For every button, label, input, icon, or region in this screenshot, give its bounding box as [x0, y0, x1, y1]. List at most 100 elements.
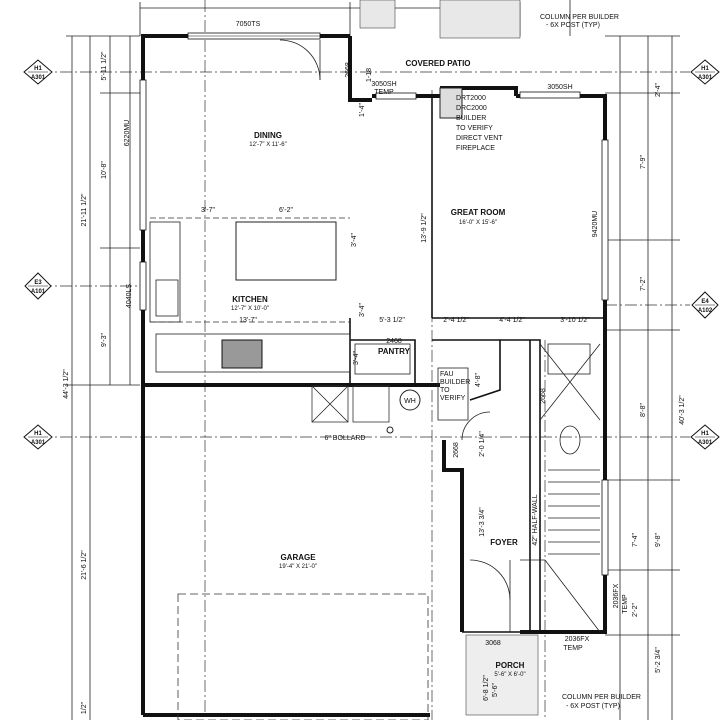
- dim-porch-a: 6'-8 1/2": [483, 675, 490, 701]
- dim-left-c: 9'-3": [101, 333, 108, 347]
- room-kitchen-size: 12'-7" X 10'-0": [231, 306, 269, 312]
- section-marker-2: H1 A301: [690, 59, 720, 85]
- window-tag-dining-left: 6220MU: [124, 120, 131, 146]
- room-kitchen-name: KITCHEN: [232, 295, 268, 304]
- dim-left-lower: 21'-6 1/2": [81, 550, 88, 580]
- dim-left-b: 10'-8": [101, 161, 108, 179]
- dim-small-b: 2'-4": [655, 83, 662, 97]
- note-fireplace-4: TO VERIFY: [456, 125, 493, 132]
- dim-left-a: 5'-11 1/2": [101, 51, 108, 81]
- section-marker-3: E3 A101: [24, 272, 52, 300]
- windows: [139, 32, 609, 576]
- window-tag-great-right: 9420MU: [592, 211, 599, 237]
- section-marker-1: H1 A301: [23, 59, 53, 85]
- dim-right-c: 8'-8": [640, 403, 647, 417]
- note-half-wall: 42" HALF-WALL: [532, 494, 539, 545]
- dim-kitchen-c: 3'-4": [351, 233, 358, 247]
- note-fireplace-1: DRT2000: [456, 95, 486, 102]
- window-tag-patio-temp: TEMP: [374, 89, 394, 96]
- note-column-top-b: - 6X POST (TYP): [546, 22, 600, 29]
- dim-right-d: 7'-4": [632, 533, 639, 547]
- section-marker-6-id: H1: [701, 431, 709, 437]
- dim-small-a: 1'-4": [359, 103, 366, 117]
- section-marker-6: H1 A301: [690, 424, 720, 450]
- window-tag-patio-right: 3050SH: [547, 84, 572, 91]
- room-porch-size: 5'-6" X 6'-0": [494, 672, 525, 678]
- note-fireplace-2: DRC2000: [456, 105, 487, 112]
- dim-right-b: 7'-2": [640, 277, 647, 291]
- window-tag-top: 7050TS: [236, 21, 261, 28]
- dim-hall-c: 3'-10 1/2": [560, 317, 590, 324]
- room-garage-size: 19'-4" X 21'-0": [279, 564, 317, 570]
- window-tag-stair-temp-a: TEMP: [622, 594, 629, 614]
- note-fireplace-6: FIREPLACE: [456, 145, 495, 152]
- notes: COLUMN PER BUILDER - 6X POST (TYP) COLUM…: [324, 14, 640, 710]
- section-marker-4-sheet: A102: [698, 308, 713, 314]
- section-marker-2-id: H1: [701, 66, 709, 72]
- room-foyer-name: FOYER: [490, 538, 518, 547]
- kitchen-fixtures: [149, 217, 411, 375]
- dim-right-e: 9'-8": [655, 533, 662, 547]
- section-marker-2-sheet: A301: [698, 75, 713, 81]
- room-porch-name: PORCH: [496, 661, 525, 670]
- dim-foyer-b: 13'-3 3/4": [479, 507, 486, 537]
- door-tag-foyer-a: 2668: [453, 442, 460, 458]
- section-marker-5-id: H1: [34, 431, 42, 437]
- note-bollard: 6" BOLLARD: [324, 435, 365, 442]
- dim-great-depth: 13'-9 1/2": [421, 213, 428, 243]
- dimension-lines: [66, 0, 680, 720]
- note-fau-2: BUILDER: [440, 379, 470, 386]
- section-marker-5-sheet: A301: [31, 440, 46, 446]
- dim-kitchen-b: 6'-2": [279, 207, 293, 214]
- section-marker-3-id: E3: [34, 280, 42, 286]
- door-tag-pantry: 2468: [386, 338, 402, 345]
- dim-right-a: 7'-9": [640, 155, 647, 169]
- garage-fixtures: [177, 367, 469, 720]
- room-dining-size: 12'-7" X 11'-6": [249, 142, 286, 148]
- dim-right-overall: 40'-3 1/2": [679, 395, 686, 425]
- section-marker-5: H1 A301: [23, 424, 53, 450]
- dim-right-g: 5'-2 3/4": [655, 647, 662, 673]
- door-tag-patio-a: 2668: [345, 62, 352, 78]
- exterior-walls: [141, 34, 607, 717]
- note-fireplace-3: BUILDER: [456, 115, 486, 122]
- dim-porch-b: 5'-6": [492, 683, 499, 697]
- dim-hall-a: 2'-4 1/2": [443, 317, 469, 324]
- note-column-top: COLUMN PER BUILDER: [540, 14, 619, 21]
- section-marker-1-id: H1: [34, 66, 42, 72]
- dim-pantry-d: 3'-4": [353, 351, 360, 365]
- room-pantry-name: PANTRY: [378, 347, 411, 356]
- note-fau-1: FAU: [440, 371, 454, 378]
- interior-walls: [349, 96, 605, 633]
- bath-and-stairs: [520, 343, 601, 633]
- dim-foyer-a: 2'-0 1/4": [479, 431, 486, 457]
- room-labels: DINING 12'-7" X 11'-6" GREAT ROOM 16'-0"…: [231, 59, 526, 678]
- dim-right-f: 2'-2": [632, 603, 639, 617]
- window-tag-kitchen-left: 4040LS: [126, 284, 133, 308]
- note-column-bottom-b: - 6X POST (TYP): [566, 703, 620, 710]
- dim-foyer-c: 4'-8": [475, 373, 482, 387]
- note-fau-3: TO: [440, 387, 450, 394]
- door-tags: 2668 1-18 2468 2668 2668 3068: [345, 62, 547, 647]
- patio-posts: [359, 0, 539, 716]
- window-tag-stair-a: 2036FX: [613, 583, 620, 608]
- dim-island-depth: 3'-4": [359, 303, 366, 317]
- note-wh: WH: [404, 398, 416, 405]
- dim-kitchen-total: 13'-7": [239, 317, 257, 324]
- room-dining-name: DINING: [254, 131, 282, 140]
- section-marker-1-sheet: A301: [31, 75, 46, 81]
- room-covered-patio-name: COVERED PATIO: [405, 59, 470, 68]
- section-marker-4: E4 A102: [691, 291, 719, 319]
- door-tag-foyer-b: 2668: [540, 388, 547, 404]
- doors: [279, 39, 511, 632]
- dim-hall-b: 4'-4 1/2": [499, 317, 525, 324]
- room-garage-name: GARAGE: [280, 553, 316, 562]
- section-marker-4-id: E4: [701, 299, 709, 305]
- note-fireplace-5: DIRECT VENT: [456, 135, 503, 142]
- room-great-room-name: GREAT ROOM: [451, 208, 506, 217]
- window-tag-stair-temp-b: TEMP: [563, 645, 583, 652]
- dim-kitchen-a: 3'-7": [201, 207, 215, 214]
- note-fau-4: VERIFY: [440, 395, 466, 402]
- window-tags: 7050TS 3050SH TEMP 3050SH 6220MU 9420MU …: [124, 21, 629, 652]
- note-column-bottom: COLUMN PER BUILDER: [562, 694, 641, 701]
